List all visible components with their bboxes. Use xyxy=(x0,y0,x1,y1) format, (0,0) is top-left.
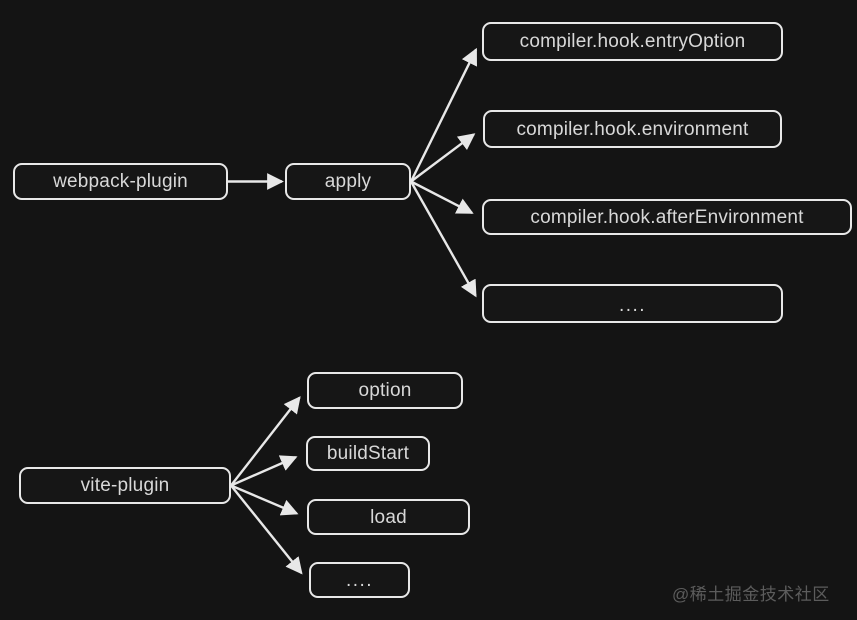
node-hook-vite-more[interactable]: .... xyxy=(309,562,410,598)
edge-to-hook-buildstart xyxy=(230,455,298,487)
node-label: buildStart xyxy=(326,443,410,464)
node-label: option xyxy=(358,380,412,401)
node-hook-option[interactable]: option xyxy=(307,372,463,409)
node-hook-more[interactable]: .... xyxy=(482,284,783,323)
node-webpack-plugin[interactable]: webpack-plugin xyxy=(13,163,228,200)
node-vite-plugin[interactable]: vite-plugin xyxy=(19,467,231,504)
edge-to-hook-entryoption xyxy=(409,47,478,183)
edge-to-hook-option xyxy=(230,396,301,487)
edge-to-hook-vite-more xyxy=(230,484,303,575)
edge-to-hook-load xyxy=(230,484,299,516)
node-hook-environment[interactable]: compiler.hook.environment xyxy=(483,110,782,148)
node-hook-afterenvironment[interactable]: compiler.hook.afterEnvironment xyxy=(482,199,852,235)
node-label: .... xyxy=(345,570,374,591)
node-label: .... xyxy=(618,295,647,316)
edge-to-hook-more xyxy=(409,180,477,298)
node-label: compiler.hook.environment xyxy=(516,118,749,140)
watermark: @稀土掘金技术社区 xyxy=(672,585,830,604)
node-label: webpack-plugin xyxy=(53,171,188,192)
node-hook-buildstart[interactable]: buildStart xyxy=(306,436,430,471)
node-label: apply xyxy=(324,171,372,192)
node-label: compiler.hook.entryOption xyxy=(519,31,746,52)
node-hook-entryoption[interactable]: compiler.hook.entryOption xyxy=(482,22,783,61)
node-hook-load[interactable]: load xyxy=(307,499,470,535)
node-label: compiler.hook.afterEnvironment xyxy=(530,206,804,228)
edge-to-hook-environment xyxy=(410,133,476,183)
node-apply[interactable]: apply xyxy=(285,163,411,200)
edge-to-hook-afterenvironment xyxy=(410,180,474,214)
node-label: load xyxy=(370,506,407,528)
node-label: vite-plugin xyxy=(80,475,170,496)
